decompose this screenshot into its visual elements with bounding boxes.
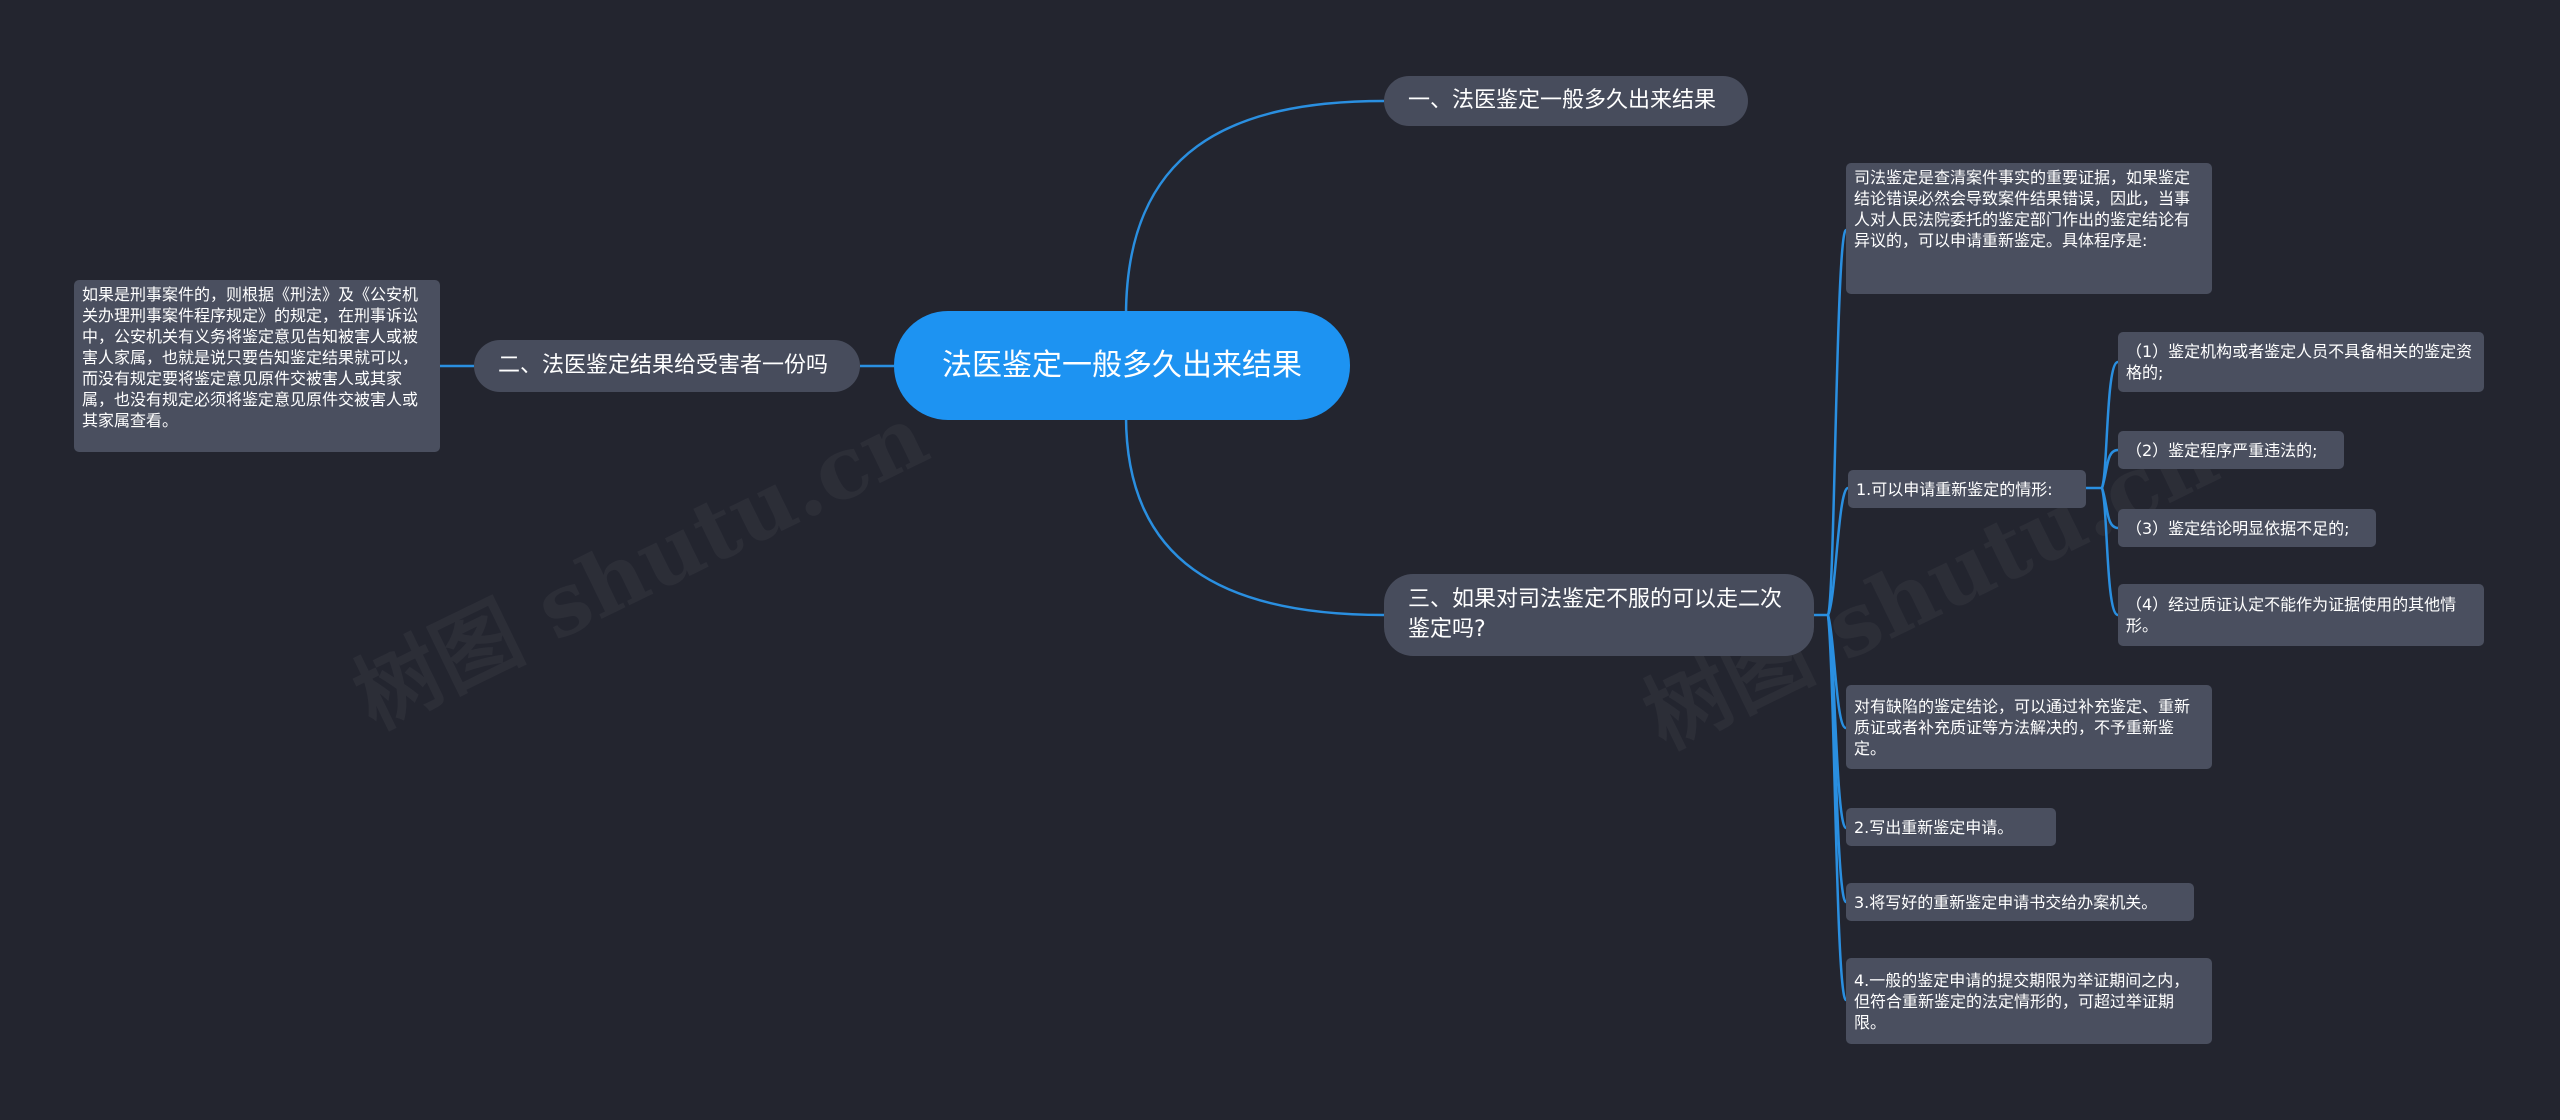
root-label: 法医鉴定一般多久出来结果 bbox=[942, 347, 1302, 383]
situation-3[interactable]: （3）鉴定结论明显依据不足的; bbox=[2118, 509, 2376, 547]
branch-node-1[interactable]: 一、法医鉴定一般多久出来结果 bbox=[1384, 76, 1748, 126]
root-node[interactable]: 法医鉴定一般多久出来结果 bbox=[894, 311, 1350, 420]
branch-3-child-1[interactable]: 司法鉴定是查清案件事实的重要证据，如果鉴定结论错误必然会导致案件结果错误，因此，… bbox=[1846, 163, 2212, 294]
branch-3-child-6-text: 4.一般的鉴定申请的提交期限为举证期间之内，但符合重新鉴定的法定情形的，可超过举… bbox=[1854, 970, 2190, 1032]
connector-sit-1 bbox=[2100, 360, 2120, 489]
branch-3-child-2-text: 1.可以申请重新鉴定的情形: bbox=[1856, 479, 2053, 499]
situation-1[interactable]: （1）鉴定机构或者鉴定人员不具备相关的鉴定资格的; bbox=[2118, 332, 2484, 392]
connector-root-branch1 bbox=[1124, 99, 1385, 317]
branch-3-child-5-text: 3.将写好的重新鉴定申请书交给办案机关。 bbox=[1854, 892, 2158, 912]
connector-sit-4 bbox=[2100, 487, 2120, 617]
situation-4-text: （4）经过质证认定不能作为证据使用的其他情形。 bbox=[2126, 595, 2457, 635]
branch-3-child-4-text: 2.写出重新鉴定申请。 bbox=[1854, 817, 2014, 837]
connector-b3-c2 bbox=[1826, 486, 1850, 616]
branch-3-child-6[interactable]: 4.一般的鉴定申请的提交期限为举证期间之内，但符合重新鉴定的法定情形的，可超过举… bbox=[1846, 958, 2212, 1044]
connector-b3-c6 bbox=[1826, 614, 1848, 1002]
branch-3-label: 三、如果对司法鉴定不服的可以走二次鉴定吗? bbox=[1408, 587, 1783, 642]
situation-2-text: （2）鉴定程序严重违法的; bbox=[2126, 440, 2318, 460]
branch-3-child-5[interactable]: 3.将写好的重新鉴定申请书交给办案机关。 bbox=[1846, 883, 2194, 921]
branch-2-label: 二、法医鉴定结果给受害者一份吗 bbox=[498, 353, 829, 378]
situation-3-text: （3）鉴定结论明显依据不足的; bbox=[2126, 518, 2350, 538]
branch-3-child-2[interactable]: 1.可以申请重新鉴定的情形: bbox=[1848, 470, 2086, 508]
branch-node-3[interactable]: 三、如果对司法鉴定不服的可以走二次鉴定吗? bbox=[1384, 574, 1814, 656]
connector-sit-2 bbox=[2100, 448, 2119, 489]
branch-3-child-4[interactable]: 2.写出重新鉴定申请。 bbox=[1846, 808, 2056, 846]
branch-3-child-1-text: 司法鉴定是查清案件事实的重要证据，如果鉴定结论错误必然会导致案件结果错误，因此，… bbox=[1854, 168, 2191, 250]
branch-1-label: 一、法医鉴定一般多久出来结果 bbox=[1408, 88, 1717, 113]
situation-4[interactable]: （4）经过质证认定不能作为证据使用的其他情形。 bbox=[2118, 584, 2484, 646]
connector-root-branch3 bbox=[1124, 415, 1385, 617]
branch-3-child-3[interactable]: 对有缺陷的鉴定结论，可以通过补充鉴定、重新质证或者补充质证等方法解决的，不予重新… bbox=[1846, 685, 2212, 769]
branch-2-detail-text: 如果是刑事案件的，则根据《刑法》及《公安机关办理刑事案件程序规定》的规定，在刑事… bbox=[82, 285, 419, 430]
branch-3-child-3-text: 对有缺陷的鉴定结论，可以通过补充鉴定、重新质证或者补充质证等方法解决的，不予重新… bbox=[1854, 696, 2191, 758]
situation-1-text: （1）鉴定机构或者鉴定人员不具备相关的鉴定资格的; bbox=[2126, 342, 2473, 382]
branch-node-2[interactable]: 二、法医鉴定结果给受害者一份吗 bbox=[474, 340, 860, 392]
branch-2-detail[interactable]: 如果是刑事案件的，则根据《刑法》及《公安机关办理刑事案件程序规定》的规定，在刑事… bbox=[74, 280, 440, 452]
connector-b3-c1 bbox=[1826, 228, 1848, 616]
situation-2[interactable]: （2）鉴定程序严重违法的; bbox=[2118, 431, 2344, 469]
